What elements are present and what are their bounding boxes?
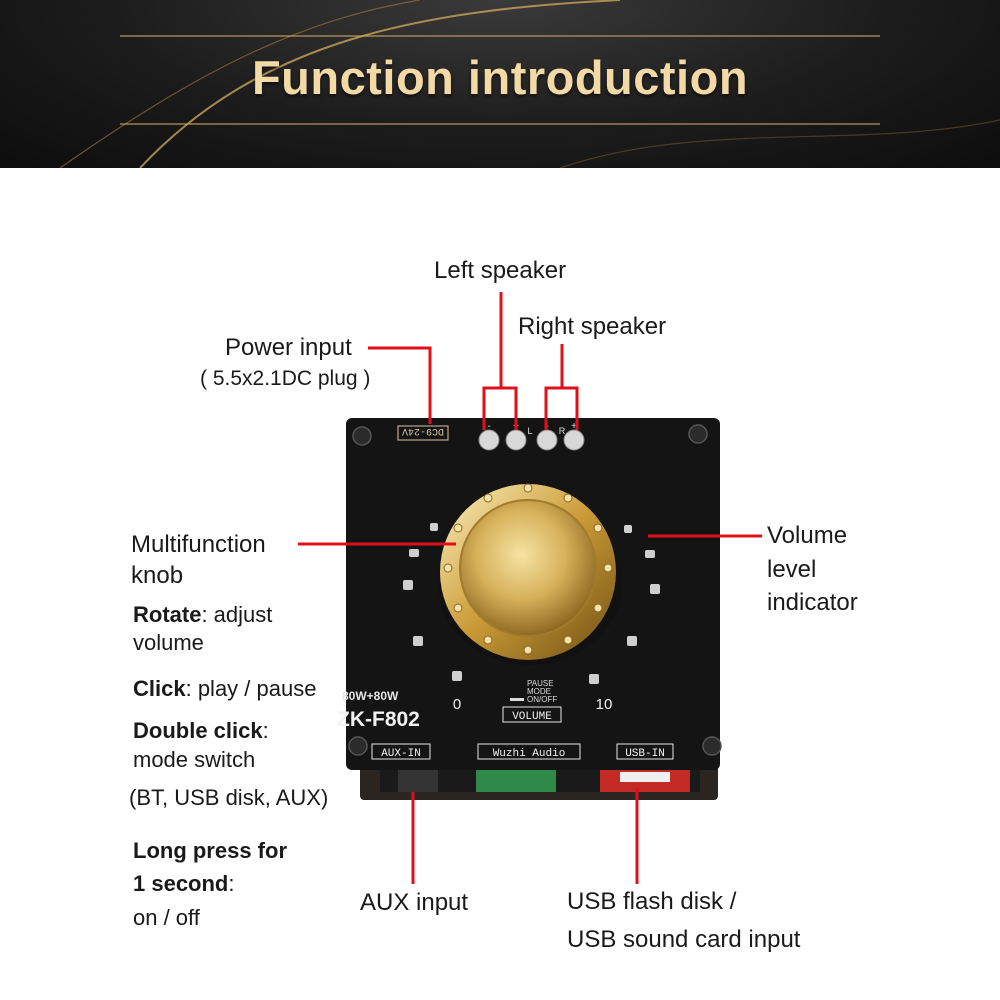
double-click-description: Double click:	[133, 718, 269, 743]
screw-icon	[702, 736, 722, 756]
screw-icon	[688, 424, 708, 444]
usb-label-line2: USB sound card input	[567, 926, 801, 953]
on-off-description: on / off	[133, 905, 200, 930]
mode-legend-pause: PAUSE	[527, 679, 554, 688]
multifunction-knob[interactable]	[438, 483, 622, 665]
brand-tag: Wuzhi Audio	[493, 748, 566, 760]
terminal-left-minus	[478, 429, 500, 451]
terminal-right-plus	[563, 429, 585, 451]
aux-jack	[398, 770, 438, 792]
click-description: Click: play / pause	[133, 676, 317, 701]
screw-icon	[352, 426, 372, 446]
mode-switch-description: mode switch	[133, 747, 256, 772]
mode-legend-onoff: ON/OFF	[527, 695, 557, 704]
mode-legend-mode: MODE	[527, 687, 551, 696]
long-press-description: Long press for	[133, 838, 288, 863]
modes-description: (BT, USB disk, AUX)	[129, 785, 329, 810]
terminal-sign: -	[487, 421, 490, 432]
banner-decoration	[59, 0, 1000, 168]
power-tag: DC9-24V	[402, 425, 444, 436]
terminal-letter: L	[527, 426, 532, 436]
power-plug-label: ( 5.5x2.1DC plug )	[200, 367, 371, 390]
rotate-description-cont: volume	[133, 630, 204, 655]
aux-input-label: AUX input	[360, 889, 469, 916]
terminal-letter: R	[559, 426, 566, 436]
leader-lines	[298, 292, 762, 884]
rotate-description: Rotate: adjust	[133, 602, 273, 627]
scale-max: 10	[596, 696, 613, 713]
usb-tag: USB-IN	[625, 748, 665, 760]
scale-min: 0	[453, 696, 461, 713]
power-rating-label: 80W+80W	[342, 689, 399, 703]
banner-title: Function introduction	[251, 51, 749, 104]
screw-icon	[348, 736, 368, 756]
terminal-sign: +	[571, 421, 577, 432]
terminal-left-plus	[505, 429, 527, 451]
left-speaker-label: Left speaker	[434, 257, 567, 284]
knob-label: knob	[131, 562, 184, 589]
indicator-label: indicator	[767, 589, 858, 616]
model-label: ZK-F802	[337, 708, 420, 731]
volume-tag: VOLUME	[512, 711, 552, 723]
power-input-label: Power input	[225, 334, 352, 361]
multifunction-label: Multifunction	[131, 531, 266, 558]
volume-led-ring	[403, 523, 660, 684]
level-label: level	[767, 556, 817, 583]
header-banner: Function introduction	[0, 0, 1000, 168]
right-speaker-label: Right speaker	[518, 313, 667, 340]
long-press-duration: 1 second:	[133, 871, 235, 896]
usb-label-line1: USB flash disk /	[567, 888, 737, 915]
terminal-right-minus	[536, 429, 558, 451]
volume-label: Volume	[767, 522, 848, 549]
aux-tag: AUX-IN	[381, 748, 421, 760]
